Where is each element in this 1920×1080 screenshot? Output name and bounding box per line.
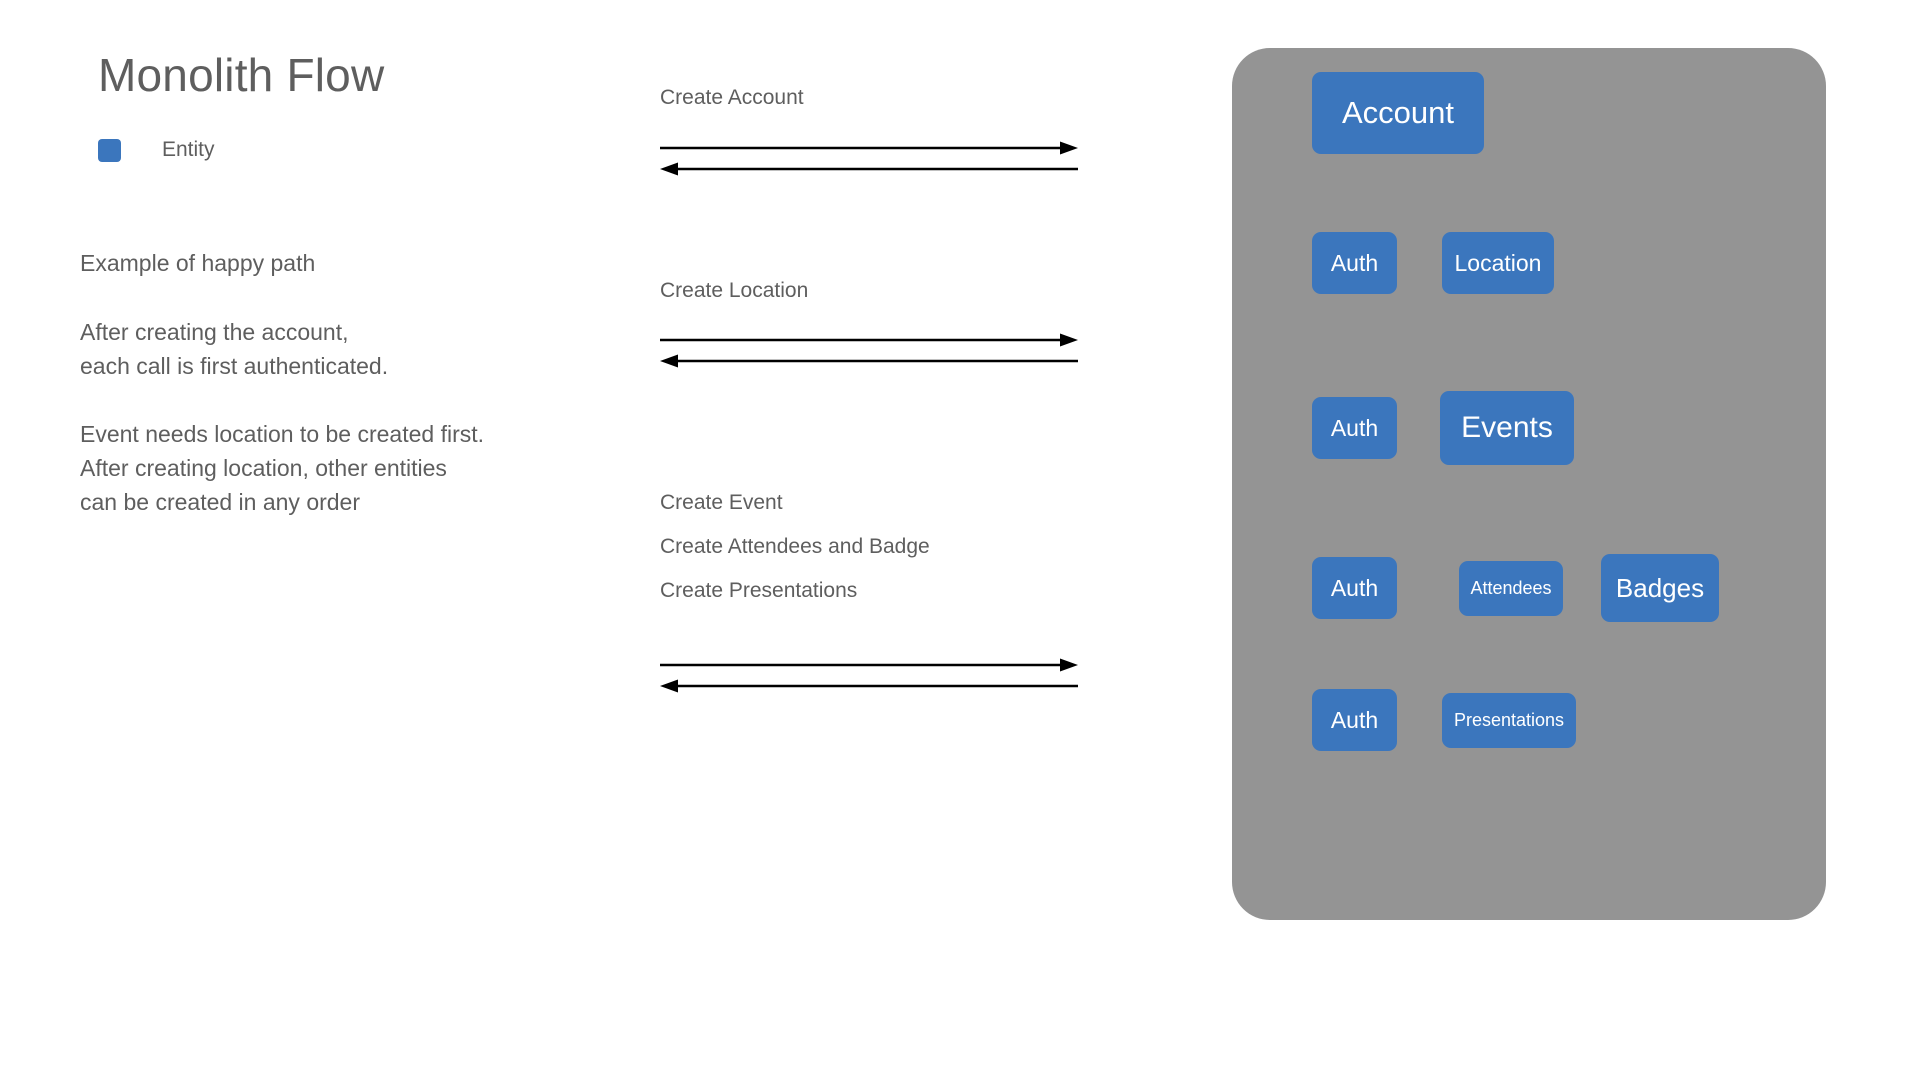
arrow-left-icon: [660, 354, 1078, 368]
call-label: Create Event: [660, 491, 783, 514]
sequence-calls-column: Create Account Create Location: [660, 76, 1085, 693]
entity-box-auth: Auth: [1312, 397, 1397, 459]
left-text-column: Monolith Flow Entity Example of happy pa…: [0, 0, 620, 1080]
entity-box-badges: Badges: [1601, 554, 1719, 622]
entity-box-auth: Auth: [1312, 689, 1397, 751]
arrow-right-icon: [660, 658, 1078, 672]
bidirectional-arrow-pair: [660, 140, 1078, 176]
legend-label: Entity: [162, 138, 215, 161]
entity-box-presentations: Presentations: [1442, 692, 1576, 748]
legend: Entity: [98, 138, 215, 162]
note-paragraph: Example of happy path: [80, 250, 316, 276]
call-group-create-location: Create Location: [660, 269, 1085, 368]
entity-box-attendees: Attendees: [1459, 560, 1563, 616]
entity-box-account: Account: [1312, 72, 1484, 154]
call-group-create-account: Create Account: [660, 76, 1085, 176]
arrow-right-icon: [660, 333, 1078, 347]
call-group-create-event: Create Event Create Attendees and Badge …: [660, 481, 1085, 693]
call-label: Create Account: [660, 86, 804, 109]
call-label: Create Location: [660, 279, 809, 302]
arrow-left-icon: [660, 679, 1078, 693]
entity-box-events: Events: [1440, 391, 1574, 465]
entity-legend-swatch-icon: [98, 138, 121, 162]
call-label: Create Attendees and Badge: [660, 535, 930, 558]
page-title: Monolith Flow: [98, 49, 385, 101]
arrow-left-icon: [660, 162, 1078, 176]
call-label: Create Presentations: [660, 579, 858, 602]
note-paragraph: Event needs location to be created first…: [80, 421, 485, 515]
entity-box-auth: Auth: [1312, 557, 1397, 619]
note-paragraph: After creating the account, each call is…: [80, 319, 389, 379]
entity-box-auth: Auth: [1312, 232, 1397, 294]
entity-box-location: Location: [1442, 232, 1554, 294]
arrow-right-icon: [660, 141, 1078, 155]
bidirectional-arrow-pair: [660, 332, 1078, 368]
bidirectional-arrow-pair: [660, 657, 1078, 693]
